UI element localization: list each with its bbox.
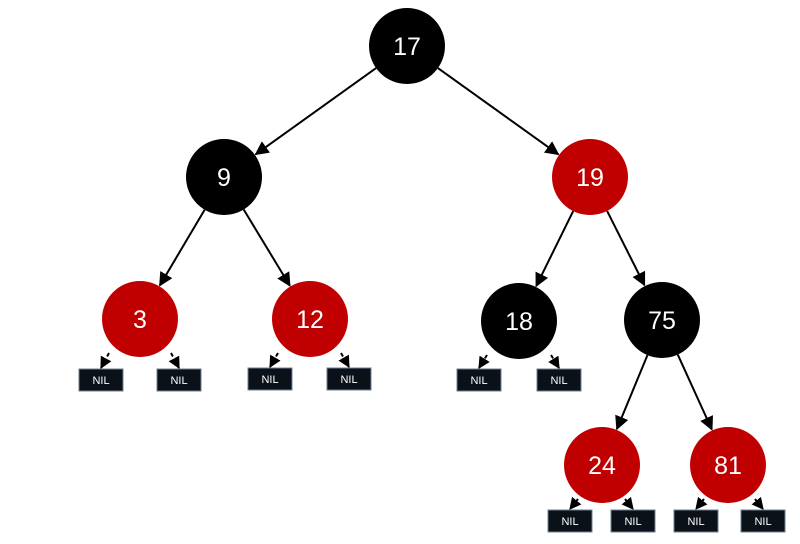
edge-n75-n81 — [676, 354, 713, 431]
edge-n19-n75 — [606, 210, 646, 287]
nil-edges-layer — [100, 352, 764, 510]
node-circle — [272, 281, 348, 357]
nil-label: NIL — [624, 516, 641, 528]
tree-node-12: 12 — [272, 281, 348, 357]
tree-node-18: 18 — [481, 283, 557, 359]
node-value: 81 — [714, 452, 742, 480]
node-circle — [481, 283, 557, 359]
nil-leaf: NIL — [78, 368, 124, 392]
nil-leaf: NIL — [673, 509, 719, 533]
edge-n9-n3 — [158, 209, 206, 287]
node-value: 9 — [217, 164, 231, 192]
nil-edge — [478, 354, 490, 370]
nil-box — [536, 368, 582, 392]
tree-node-3: 3 — [102, 281, 178, 357]
nil-leaf: NIL — [156, 368, 202, 392]
node-value: 19 — [576, 164, 604, 192]
node-circle — [369, 8, 445, 84]
nil-leaf: NIL — [740, 509, 786, 533]
nil-edge — [100, 352, 112, 370]
edge-n17-n19 — [437, 67, 560, 156]
nil-label: NIL — [470, 375, 487, 387]
tree-node-24: 24 — [564, 427, 640, 503]
tree-node-75: 75 — [624, 282, 700, 358]
edge-n9-n12 — [242, 208, 291, 287]
node-circle — [186, 139, 262, 215]
nil-label: NIL — [92, 375, 109, 387]
tree-node-19: 19 — [552, 139, 628, 215]
nil-leaf: NIL — [610, 509, 656, 533]
nil-edge — [569, 496, 582, 510]
nil-leaf: NIL — [536, 368, 582, 392]
nil-box — [610, 509, 656, 533]
nil-leaf: NIL — [456, 368, 502, 392]
edge-n19-n18 — [535, 210, 575, 288]
nil-edge — [548, 354, 560, 370]
nil-box — [740, 509, 786, 533]
node-circle — [564, 427, 640, 503]
nil-edge — [751, 496, 764, 510]
nil-box — [78, 368, 124, 392]
nil-box — [247, 367, 293, 391]
nil-leaf: NIL — [326, 367, 372, 391]
nodes-layer: 17 9 19 3 12 18 75 24 81 — [102, 8, 766, 503]
nil-box — [156, 368, 202, 392]
edges-layer — [158, 67, 713, 431]
tree-node-81: 81 — [690, 427, 766, 503]
nil-edge — [269, 352, 281, 369]
node-value: 24 — [588, 452, 616, 480]
nil-label: NIL — [561, 516, 578, 528]
nil-box — [326, 367, 372, 391]
node-value: 12 — [296, 306, 324, 334]
nil-box — [456, 368, 502, 392]
nil-leaf: NIL — [547, 509, 593, 533]
tree-node-17: 17 — [369, 8, 445, 84]
tree-node-9: 9 — [186, 139, 262, 215]
node-circle — [102, 281, 178, 357]
nil-label: NIL — [261, 374, 278, 386]
nil-label: NIL — [550, 375, 567, 387]
node-circle — [690, 427, 766, 503]
nil-label: NIL — [340, 374, 357, 386]
node-circle — [552, 139, 628, 215]
nil-layer: NIL NIL NIL NIL NIL NIL NIL NIL NIL NIL — [78, 367, 786, 533]
node-value: 18 — [505, 308, 533, 336]
node-value: 3 — [133, 306, 147, 334]
nil-leaf: NIL — [247, 367, 293, 391]
nil-edge — [695, 496, 708, 510]
node-value: 17 — [393, 33, 421, 61]
edge-n17-n9 — [254, 67, 377, 156]
node-value: 75 — [648, 307, 676, 335]
nil-box — [673, 509, 719, 533]
nil-label: NIL — [687, 516, 704, 528]
nil-label: NIL — [754, 516, 771, 528]
node-circle — [624, 282, 700, 358]
edge-n75-n24 — [615, 354, 649, 431]
nil-edge — [621, 496, 634, 510]
nil-edge — [338, 352, 350, 369]
nil-edge — [168, 352, 180, 370]
nil-box — [547, 509, 593, 533]
nil-label: NIL — [170, 375, 187, 387]
